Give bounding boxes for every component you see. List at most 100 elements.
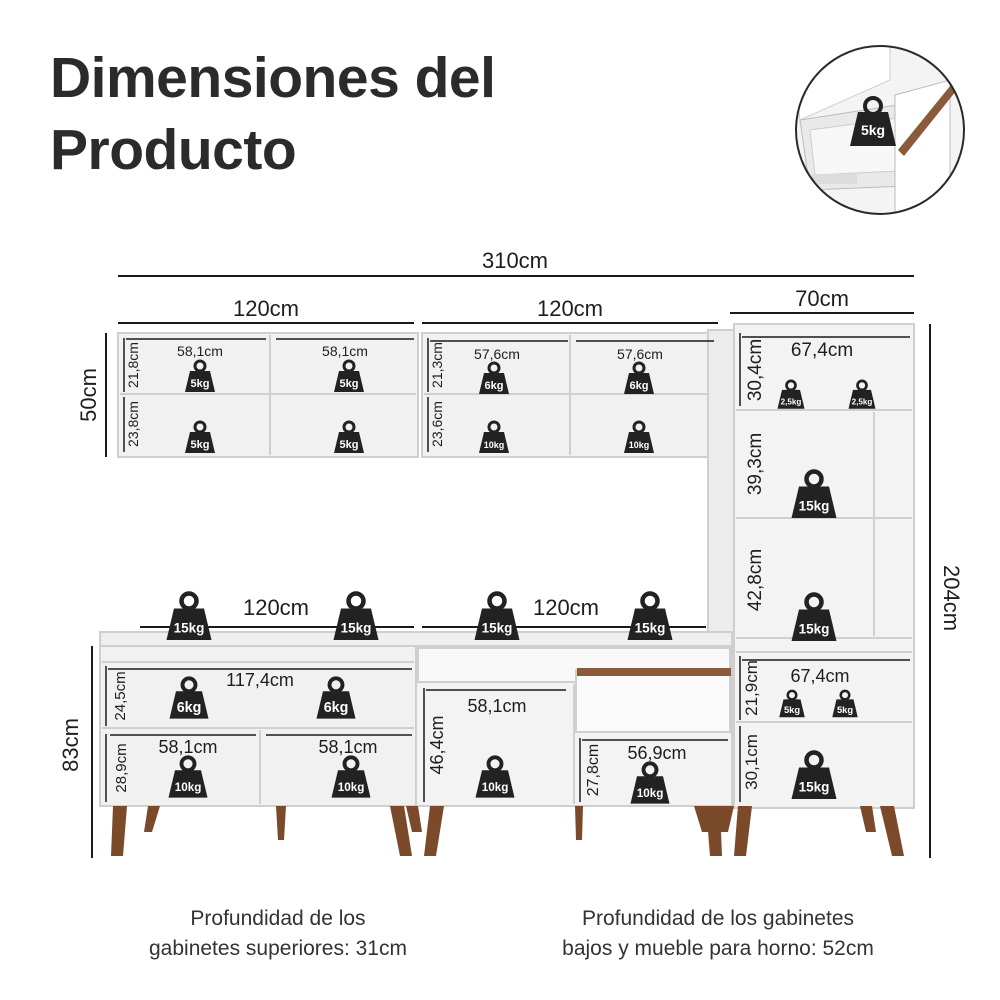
lower-depth-note-line-2: bajos y mueble para horno: 52cm [562,937,874,960]
ur-row1-height: 21,3cm [429,342,445,388]
tower-low1-width: 67,4cm [790,666,849,686]
overall-height-label: 204cm [939,565,964,631]
ll-bottom-width-2: 58,1cm [318,737,377,757]
lr-right-height: 27,8cm [585,744,602,796]
ul-row2-height: 23,8cm [125,401,141,447]
weight-icon: 10kg [624,420,654,453]
upper-depth-note-line-2: gabinetes superiores: 31cm [149,937,407,960]
ll-shelf-width: 117,4cm [226,670,294,690]
ul-row1-height: 21,8cm [125,342,141,388]
weight-icon: 5kg [334,420,364,453]
weight-label: 6kg [177,700,202,716]
ll-bottom-width-1: 58,1cm [158,737,217,757]
tower-width-label: 70cm [795,286,849,311]
weight-icon: 5kg [779,689,805,718]
weight-label: 6kg [630,380,649,392]
ul-row1-width-1: 58,1cm [177,343,223,359]
drawer-inset: 5kg [795,45,965,215]
tower-top-width: 67,4cm [791,340,853,361]
weight-label: 2,5kg [781,397,802,406]
lower-depth-note: Profundidad de los gabinetes bajos y mue… [508,904,928,964]
tower-top-height: 30,4cm [745,339,766,401]
weight-label: 10kg [175,781,202,794]
weight-icon: 10kg [475,755,515,798]
ur-row1-width-2: 57,6cm [617,346,663,362]
ul-row1-width-2: 58,1cm [322,343,368,359]
weight-icon: 10kg [479,420,509,453]
drawer-wood-front [577,668,731,676]
lower-height-label: 83cm [58,718,83,772]
weight-label: 5kg [837,705,853,715]
weight-label: 10kg [338,781,365,794]
weight-icon: 5kg [832,689,858,718]
weight-label: 10kg [629,440,650,450]
weight-icon: 10kg [331,755,371,798]
weight-label: 15kg [174,621,205,636]
ll-bottom-height: 28,9cm [113,743,130,792]
furniture-drawing [99,323,915,809]
weight-label: 5kg [784,705,800,715]
weight-icons: 5kg 5kg 5kg 5kg 6kg 6kg 10kg 10kg 2,5kg 2,5kg 15kg… [166,359,876,804]
weight-icon: 6kg [316,676,356,719]
weight-label: 5kg [191,378,210,390]
inset-weight-label: 5kg [861,122,885,138]
weight-icon: 6kg [479,361,509,394]
upper-right-width-label: 120cm [537,296,603,321]
title-line-1: Dimensiones del [50,46,496,110]
weight-label: 10kg [637,787,664,800]
weight-label: 10kg [482,781,509,794]
overall-width-label: 310cm [482,248,548,273]
lower-left-width-label: 120cm [243,595,309,620]
upper-depth-note-line-1: Profundidad de los [190,907,366,930]
weight-icon: 10kg [630,761,670,804]
title-line-2: Producto [50,118,297,182]
weight-icon: 6kg [624,361,654,394]
page-title: Dimensiones del Producto [50,42,496,186]
weight-label: 15kg [635,621,666,636]
weight-icon: 15kg [627,591,673,640]
tower-low1-height: 21,9cm [742,660,761,716]
weight-icon: 5kg [185,420,215,453]
weight-icon: 15kg [791,592,837,641]
weight-label: 6kg [324,700,349,716]
weight-icon: 2,5kg [848,379,876,409]
weight-icon: 2,5kg [777,379,805,409]
upper-left-width-label: 120cm [233,296,299,321]
weight-label: 6kg [485,380,504,392]
weight-icon: 15kg [166,591,212,640]
weight-icon-inset: 5kg [850,96,896,146]
weight-icon: 15kg [474,591,520,640]
weight-icon: 5kg [185,359,215,392]
dimension-labels: 310cm 120cm 120cm 70cm 50cm 204cm 83cm 1… [58,248,964,796]
tower-low2-height: 30,1cm [742,734,761,790]
upper-depth-note: Profundidad de los gabinetes superiores:… [90,904,466,964]
lr-right-width: 56,9cm [627,743,686,763]
weight-label: 2,5kg [852,397,873,406]
weight-icon: 5kg [334,359,364,392]
weight-label: 15kg [799,622,830,637]
ur-row2-height: 23,6cm [429,401,445,447]
ll-shelf-height: 24,5cm [112,671,129,720]
weight-label: 5kg [340,439,359,451]
furniture-legs [111,806,904,856]
lower-depth-note-line-1: Profundidad de los gabinetes [581,907,855,930]
upper-height-label: 50cm [76,368,101,422]
weight-icon: 15kg [791,469,837,518]
tower-mid2-height: 42,8cm [745,549,766,611]
weight-label: 10kg [484,440,505,450]
weight-label: 15kg [799,780,830,795]
weight-label: 15kg [341,621,372,636]
weight-label: 15kg [799,499,830,514]
inner-dimension-lines [105,333,910,802]
lower-right-width-label: 120cm [533,595,599,620]
weight-label: 5kg [340,378,359,390]
weight-icon: 6kg [169,676,209,719]
ur-row1-width-1: 57,6cm [474,346,520,362]
weight-icon: 15kg [791,750,837,799]
weight-icon: 15kg [333,591,379,640]
weight-label: 15kg [482,621,513,636]
lr-left-height: 46,4cm [427,715,447,774]
lr-left-width: 58,1cm [467,696,526,716]
weight-label: 5kg [191,439,210,451]
